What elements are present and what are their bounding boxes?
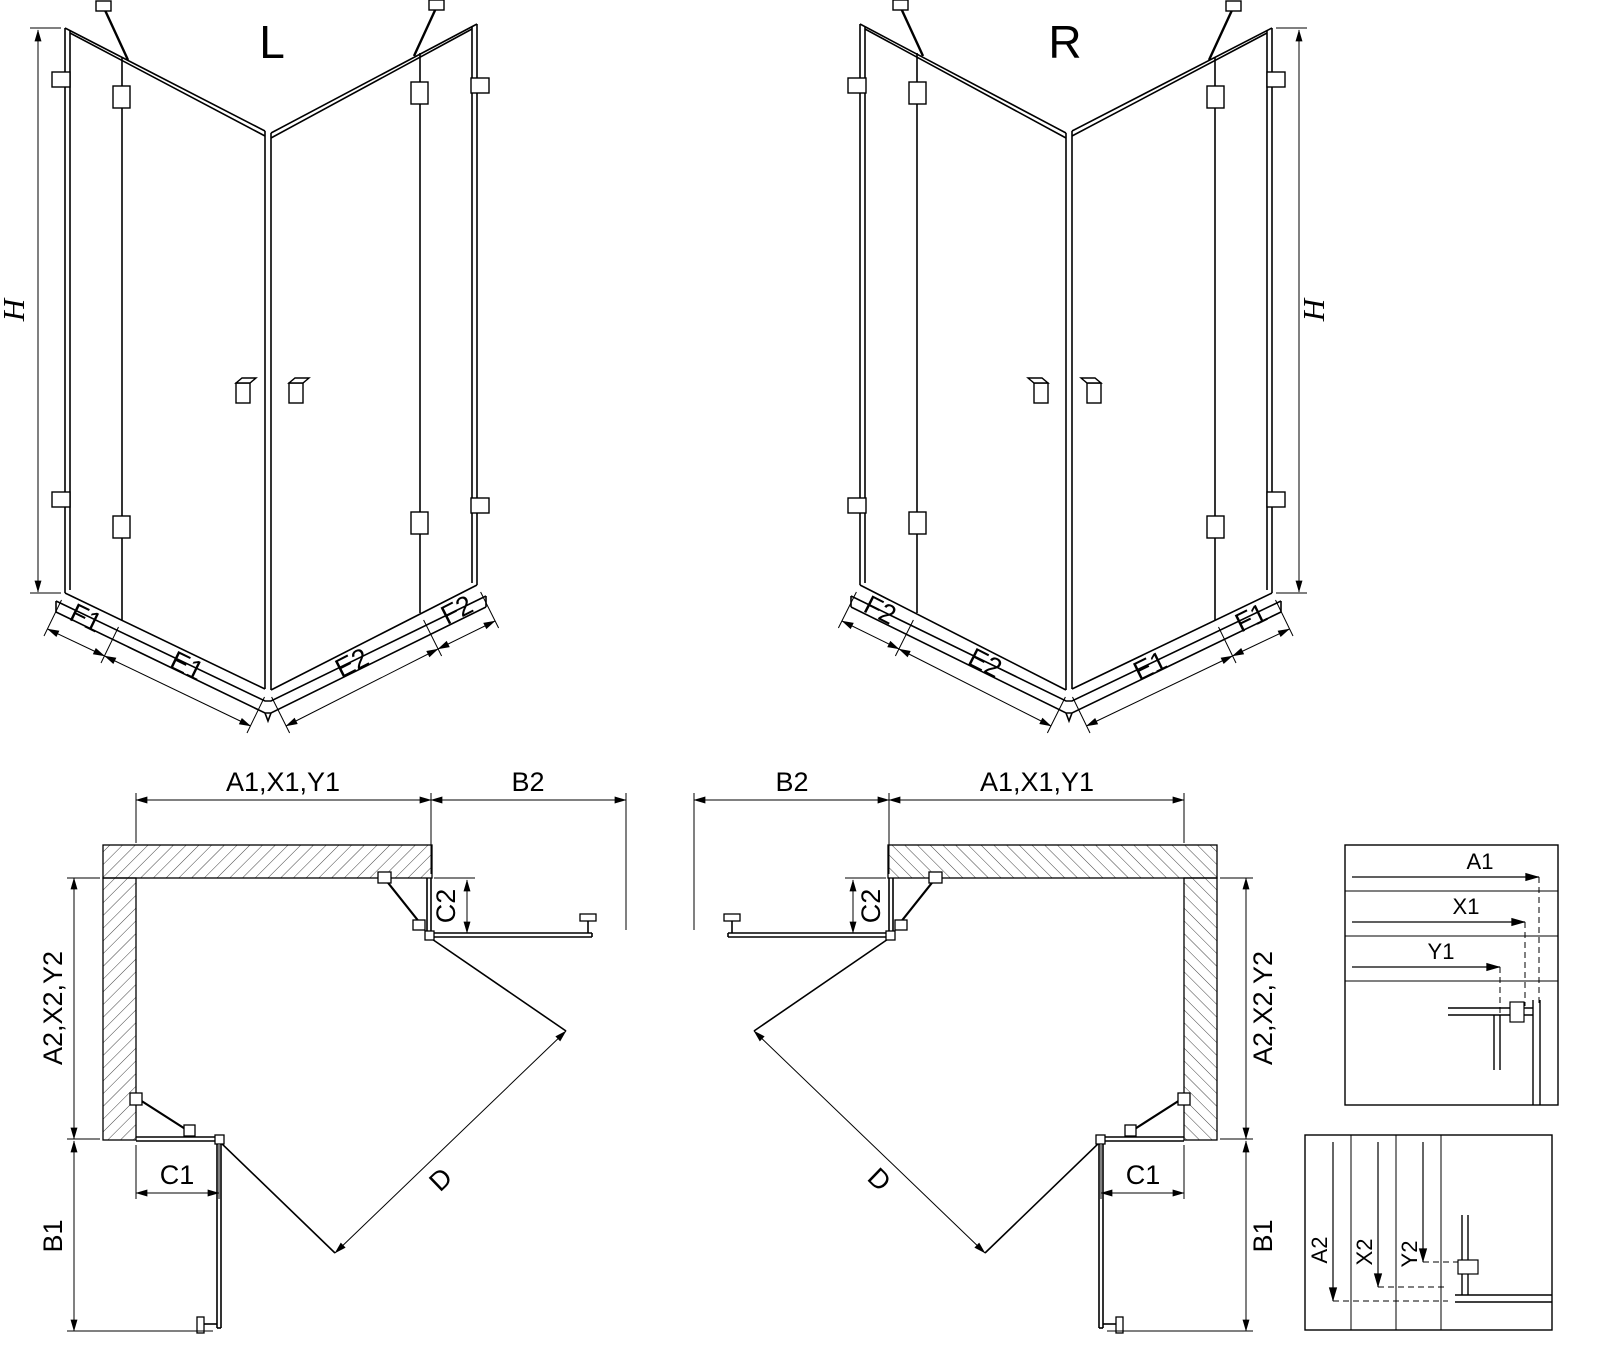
height-label-left: H bbox=[0, 297, 31, 322]
detail-horizontal-measurements: A1 X1 Y1 bbox=[1344, 844, 1559, 1106]
detail-a2-label: A2 bbox=[1307, 1237, 1332, 1264]
segment-f1-label-left: F1 bbox=[65, 598, 106, 639]
plan-left-geometry bbox=[67, 793, 626, 1333]
plan-d-label-left: D bbox=[423, 1162, 458, 1197]
detail-vertical-measurements: A2 X2 Y2 bbox=[1304, 1134, 1553, 1331]
detail-a1-label: A1 bbox=[1467, 849, 1494, 874]
plan-c2-label-right: C2 bbox=[856, 889, 886, 924]
plan-top-width-label-right: A1,X1,Y1 bbox=[980, 767, 1094, 797]
segment-e1-label-right: E1 bbox=[1129, 645, 1172, 686]
segment-e2-label-left: E2 bbox=[330, 642, 373, 684]
detail-y2-label: Y2 bbox=[1397, 1241, 1422, 1268]
segment-f1-label-right: F1 bbox=[1230, 598, 1271, 639]
perspective-left-labels: L H F1 E1 E2 F2 bbox=[0, 16, 478, 687]
plan-b2-label-right: B2 bbox=[775, 767, 808, 797]
variant-label-left: L bbox=[259, 16, 285, 68]
plan-d-label-right: D bbox=[862, 1162, 897, 1197]
height-label-right: H bbox=[1296, 297, 1331, 322]
plan-b2-label-left: B2 bbox=[511, 767, 544, 797]
segment-f2-label-left: F2 bbox=[436, 589, 478, 630]
plan-depth-label-right: A2,X2,Y2 bbox=[1248, 951, 1278, 1065]
wall-profile-detail-top bbox=[1448, 1000, 1541, 1105]
segment-e1-label-left: E1 bbox=[166, 645, 209, 686]
plan-right-geometry bbox=[694, 793, 1253, 1333]
detail-x2-label: X2 bbox=[1352, 1239, 1377, 1266]
plan-top-width-label-left: A1,X1,Y1 bbox=[226, 767, 340, 797]
wall-profile-detail-bottom bbox=[1455, 1215, 1552, 1303]
plan-depth-label-left: A2,X2,Y2 bbox=[38, 951, 68, 1065]
plan-b1-label-right: B1 bbox=[1248, 1219, 1278, 1252]
plan-left-labels: A1,X1,Y1 B2 C2 A2,X2,Y2 B1 C1 D bbox=[38, 767, 545, 1253]
detail-y1-label: Y1 bbox=[1428, 939, 1455, 964]
plan-c1-label-right: C1 bbox=[1126, 1160, 1161, 1190]
plan-right-labels: A1,X1,Y1 B2 C2 A2,X2,Y2 B1 C1 D bbox=[775, 767, 1278, 1253]
segment-e2-label-right: E2 bbox=[964, 642, 1007, 684]
plan-c1-label-left: C1 bbox=[160, 1160, 195, 1190]
variant-label-right: R bbox=[1048, 16, 1081, 68]
perspective-right-labels: R H F2 E2 E1 F1 bbox=[859, 16, 1331, 687]
detail-x1-label: X1 bbox=[1453, 894, 1480, 919]
plan-b1-label-left: B1 bbox=[38, 1219, 68, 1252]
plan-c2-label-left: C2 bbox=[431, 889, 461, 924]
segment-f2-label-right: F2 bbox=[859, 589, 901, 630]
